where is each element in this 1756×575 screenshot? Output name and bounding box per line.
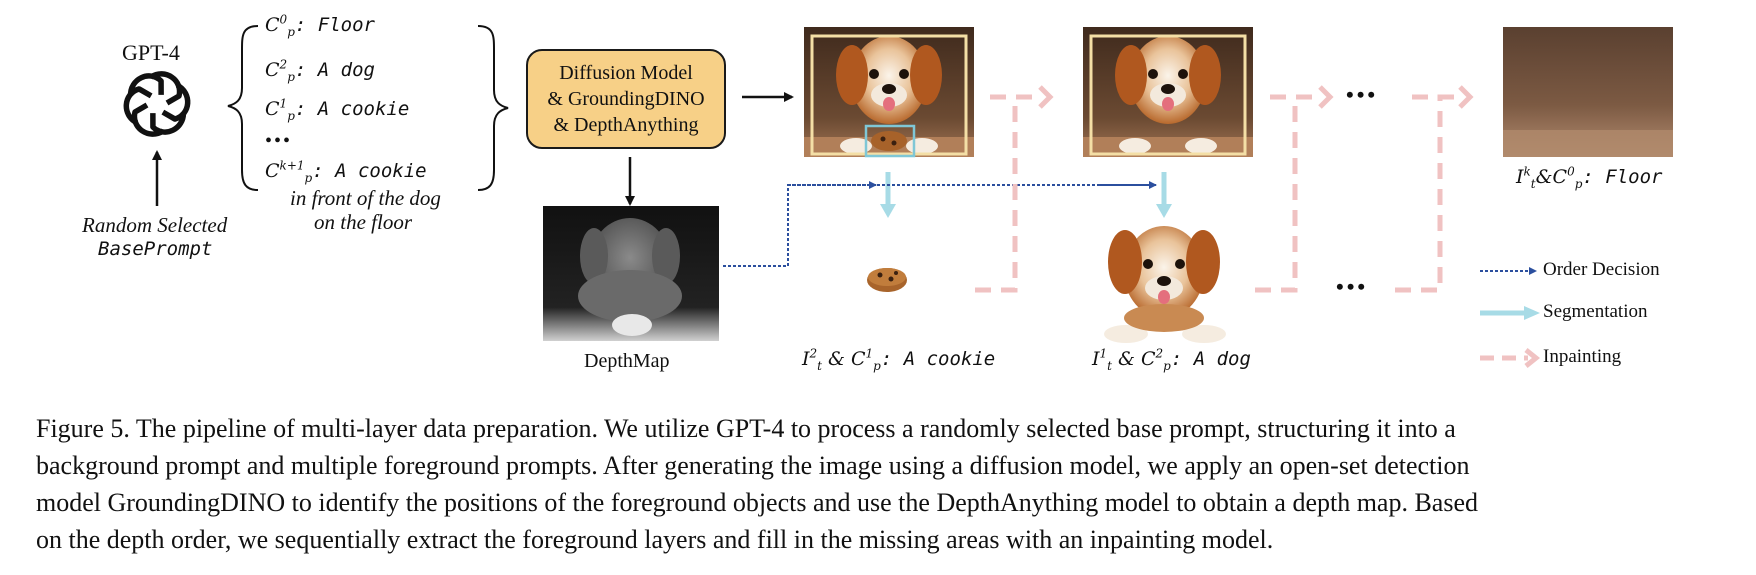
- legend-inpainting-line: [1480, 348, 1541, 368]
- prompt-floor-sup: 0: [279, 12, 288, 27]
- dog-layer-text: : A dog: [1170, 348, 1251, 370]
- model-box-line2: & GroundingDINO: [547, 88, 705, 110]
- dots-bottom: •••: [1336, 274, 1369, 299]
- order-decision-arrows: [723, 181, 1157, 267]
- dog-layer-image: [1104, 226, 1226, 343]
- prompt-floor-text: : Floor: [294, 14, 375, 36]
- legend-segmentation-label: Segmentation: [1543, 301, 1648, 322]
- caption-line-1: Figure 5. The pipeline of multi-layer da…: [36, 414, 1456, 443]
- cookie-layer-i-sub: t: [817, 358, 822, 373]
- floor-layer-c: C: [1552, 166, 1568, 188]
- dog-layer-label: I1t & C2p: A dog: [1092, 346, 1251, 373]
- cookie-layer-text: : A cookie: [880, 348, 996, 370]
- dog-layer-i: I: [1092, 348, 1100, 370]
- caption-line-4: on the depth order, we sequentially extr…: [36, 525, 1274, 554]
- prompt-cookie-sup: 1: [279, 96, 288, 111]
- cookie-layer-image: [867, 268, 907, 292]
- prompt-composite-line3: on the floor: [314, 210, 412, 234]
- prompt-dog-sup: 2: [279, 57, 288, 72]
- base-prompt-line1: Random Selected: [82, 213, 228, 237]
- cookie-layer-c: C: [850, 348, 866, 370]
- model-box: Diffusion Model & GroundingDINO & DepthA…: [526, 49, 726, 149]
- floor-layer-label: Ikt&C0p: Floor: [1516, 164, 1663, 191]
- generated-image: [804, 27, 974, 158]
- base-prompt-line2: BasePrompt: [98, 238, 213, 260]
- prompt-cookie-text: : A cookie: [294, 98, 410, 120]
- model-box-line3: & DepthAnything: [553, 114, 699, 136]
- legend-order-line: [1480, 267, 1537, 275]
- prompt-composite-sym: C: [265, 160, 280, 182]
- inpainting-arrows: [975, 94, 1460, 293]
- cookie-layer-c-sub: p: [873, 358, 881, 373]
- prompt-composite-sup: k+1: [279, 158, 305, 173]
- legend-segmentation-line: [1480, 306, 1540, 320]
- dog-layer-i-sup: 1: [1099, 346, 1108, 361]
- prompt-cookie: C1p: A cookie: [265, 96, 410, 123]
- prompt-dog-sub: p: [287, 69, 295, 84]
- dog-layer-i-sub: t: [1107, 358, 1112, 373]
- floor-layer-i: I: [1516, 166, 1524, 188]
- left-brace: [227, 25, 259, 191]
- legend-order-label: Order Decision: [1543, 259, 1660, 280]
- prompt-floor-sym: C: [265, 14, 280, 36]
- caption-line-2: background prompt and multiple foregroun…: [36, 451, 1470, 480]
- prompt-composite-line2: in front of the dog: [290, 186, 441, 210]
- model-box-line1: Diffusion Model: [559, 62, 693, 84]
- prompt-cookie-sym: C: [265, 98, 280, 120]
- floor-layer-i-sub: t: [1530, 176, 1536, 191]
- floor-layer-i-sup: k: [1523, 164, 1531, 179]
- prompt-dog-sym: C: [265, 59, 280, 81]
- segmentation-arrows: [880, 172, 1172, 218]
- floor-layer-amp: &: [1535, 166, 1553, 188]
- dog-layer-c: C: [1140, 348, 1156, 370]
- dog-layer-amp: &: [1111, 348, 1141, 370]
- floor-layer-c-sub: p: [1574, 176, 1583, 191]
- figure-caption: Figure 5. The pipeline of multi-layer da…: [36, 410, 1726, 558]
- prompt-floor-sub: p: [287, 24, 295, 39]
- floor-image: [1503, 27, 1673, 157]
- legend-inpainting-label: Inpainting: [1543, 346, 1622, 367]
- floor-layer-c-sup: 0: [1567, 164, 1575, 179]
- pipeline-diagram: [0, 25, 1673, 368]
- prompt-dog: C2p: A dog: [265, 57, 375, 84]
- cookie-layer-label: I2t & C1p: A cookie: [802, 346, 996, 373]
- openai-logo-icon: [120, 69, 195, 138]
- dog-layer-c-sup: 2: [1155, 346, 1164, 361]
- right-brace: [477, 25, 509, 191]
- dog-layer-c-sub: p: [1163, 358, 1171, 373]
- cookie-layer-c-sup: 1: [865, 346, 874, 361]
- prompt-ellipsis: •••: [265, 130, 293, 152]
- depth-map-image: [543, 206, 719, 341]
- inpainted-image: [1083, 27, 1253, 157]
- cookie-layer-i-sup: 2: [809, 346, 818, 361]
- inpainting-arrowheads: [1038, 85, 1474, 109]
- prompt-cookie-sub: p: [287, 108, 295, 123]
- dots-top: •••: [1346, 82, 1379, 107]
- depthmap-label: DepthMap: [584, 350, 670, 372]
- prompt-floor: C0p: Floor: [265, 12, 375, 39]
- floor-layer-text: : Floor: [1582, 166, 1663, 188]
- prompt-composite: Ck+1p: A cookie: [265, 158, 427, 185]
- gpt-title: GPT-4: [122, 40, 180, 65]
- caption-line-3: model GroundingDINO to identify the posi…: [36, 488, 1479, 517]
- cookie-layer-amp: &: [821, 348, 851, 370]
- prompt-composite-sub: p: [304, 170, 313, 185]
- prompt-dog-text: : A dog: [294, 59, 375, 81]
- cookie-layer-i: I: [802, 348, 810, 370]
- prompt-composite-text: : A cookie: [312, 160, 427, 182]
